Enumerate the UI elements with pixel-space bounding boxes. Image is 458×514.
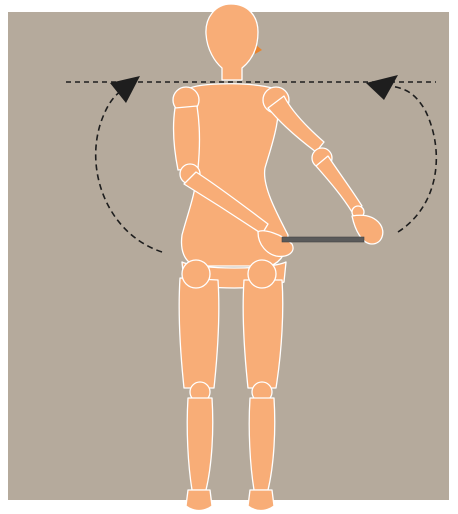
left-shin <box>187 398 213 490</box>
right-hip <box>248 260 276 288</box>
left-thigh <box>179 278 219 388</box>
right-foot <box>248 490 274 511</box>
right-thigh <box>243 280 283 388</box>
left-foot <box>186 490 212 511</box>
exercise-stick <box>282 237 364 242</box>
right-shin <box>249 398 275 490</box>
left-hip <box>182 260 210 288</box>
left-upper-arm <box>174 106 200 170</box>
